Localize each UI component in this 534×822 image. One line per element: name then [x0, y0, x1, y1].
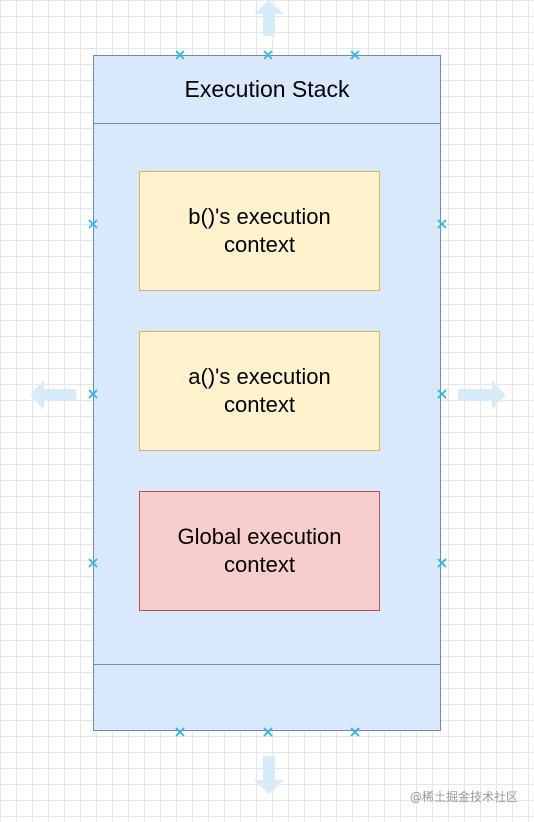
x-mark-icon[interactable] [436, 557, 448, 569]
x-mark-icon[interactable] [174, 726, 186, 738]
arrow-left-icon[interactable] [30, 380, 76, 410]
x-mark-icon[interactable] [436, 388, 448, 400]
context-b[interactable]: b()'s execution context [139, 171, 380, 291]
x-mark-icon[interactable] [349, 49, 361, 61]
x-mark-icon[interactable] [349, 726, 361, 738]
context-global-label: Global execution context [177, 524, 342, 577]
x-mark-icon[interactable] [262, 49, 274, 61]
x-mark-icon[interactable] [87, 218, 99, 230]
stack-header: Execution Stack [94, 56, 440, 124]
x-mark-icon[interactable] [262, 726, 274, 738]
arrow-right-icon[interactable] [458, 380, 506, 410]
stack-footer-divider [94, 664, 440, 665]
watermark: @稀土掘金技术社区 [409, 790, 518, 804]
context-a[interactable]: a()'s execution context [139, 331, 380, 451]
context-global[interactable]: Global execution context [139, 491, 380, 611]
arrow-up-icon[interactable] [254, 0, 284, 40]
execution-stack[interactable]: Execution Stack b()'s execution context … [93, 55, 441, 731]
arrow-down-icon[interactable] [254, 756, 284, 796]
context-a-label: a()'s execution context [188, 364, 331, 417]
stack-title: Execution Stack [184, 76, 350, 102]
x-mark-icon[interactable] [87, 557, 99, 569]
context-b-label: b()'s execution context [188, 204, 331, 257]
x-mark-icon[interactable] [436, 218, 448, 230]
x-mark-icon[interactable] [174, 49, 186, 61]
x-mark-icon[interactable] [87, 388, 99, 400]
